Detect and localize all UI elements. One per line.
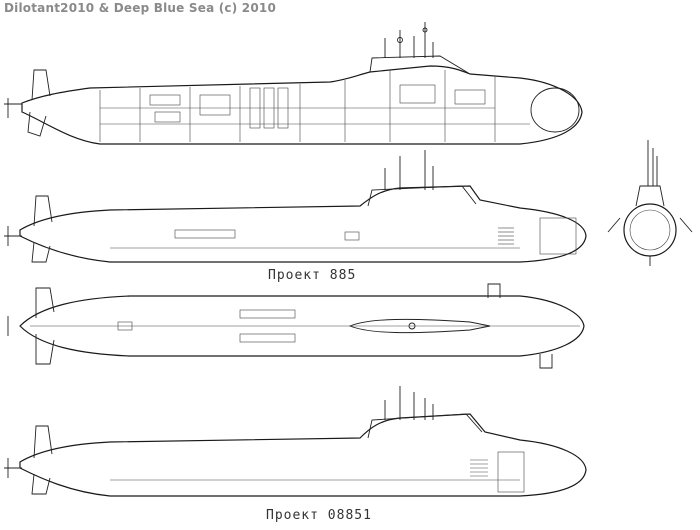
copyright-credit: Dilotant2010 & Deep Blue Sea (c) 2010 bbox=[4, 1, 277, 15]
inboard-profile-885 bbox=[4, 22, 583, 145]
bow-grille bbox=[498, 227, 514, 245]
side-profile-08851 bbox=[4, 386, 587, 497]
side-profile-885 bbox=[4, 150, 587, 263]
bow-section-885 bbox=[607, 140, 693, 266]
top-plan-885 bbox=[7, 283, 585, 369]
bow-grille-08851 bbox=[470, 459, 488, 477]
caption-project-885: Проект 885 bbox=[268, 268, 357, 283]
caption-project-08851: Проект 08851 bbox=[266, 508, 372, 523]
